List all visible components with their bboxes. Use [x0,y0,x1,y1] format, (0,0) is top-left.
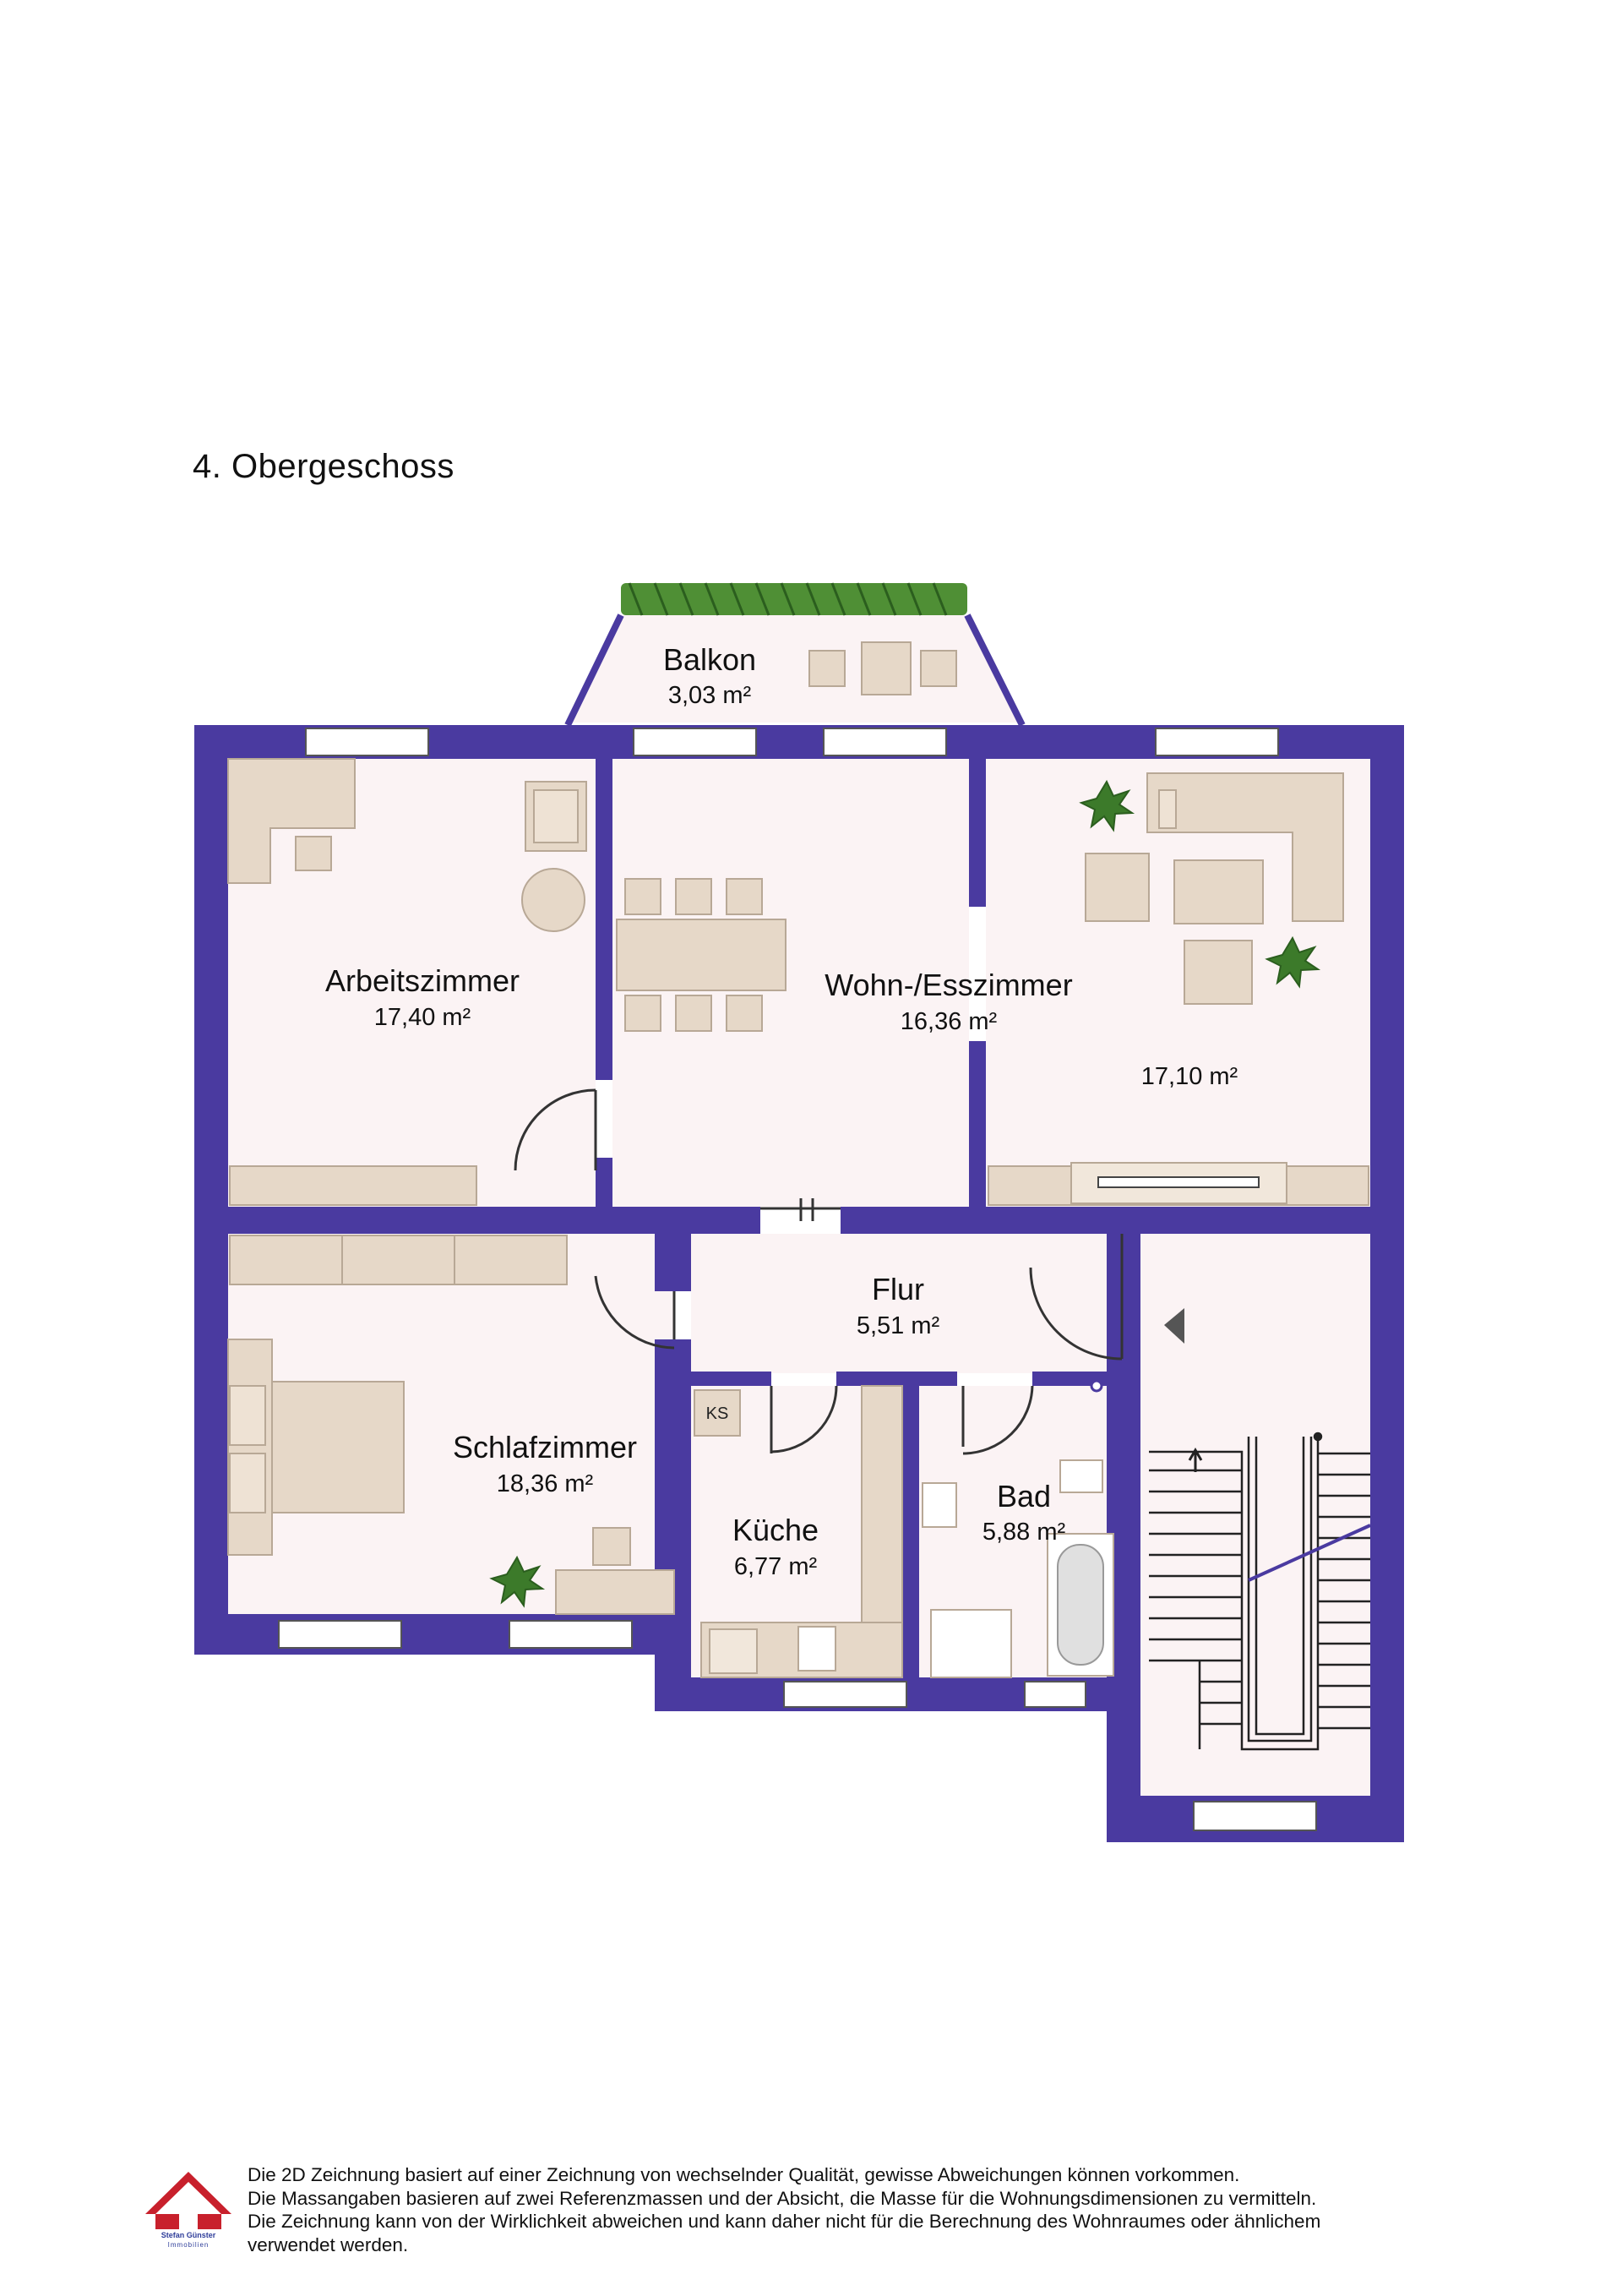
bed [268,1381,405,1513]
dining-table [616,919,787,991]
stair-break-line [1248,1524,1371,1582]
window [305,728,429,756]
logo-text: Stefan Günster [161,2231,216,2239]
wohn-esszimmer-area: 16,36 m² [901,1008,998,1035]
toilet [1059,1459,1103,1493]
wardrobe [341,1235,455,1285]
door-schlafzimmer [594,1275,676,1350]
entrance-arrow-icon [1164,1308,1184,1344]
flur-name: Flur [872,1272,924,1306]
balkon-area: 3,03 m² [668,682,752,709]
bedroom-desk [555,1569,675,1615]
sink [797,1626,836,1672]
window [509,1620,633,1649]
dining-chair [675,995,712,1032]
wardrobe [454,1235,568,1285]
dining-chair [726,878,763,915]
balcony-chair [920,650,957,687]
dining-chair [624,878,661,915]
window [1193,1801,1317,1831]
wardrobe [229,1235,343,1285]
stair-arrow [1188,1448,1203,1472]
arbeitszimmer-name: Arbeitszimmer [325,963,520,998]
balcony-chair [808,650,846,687]
armchair [1085,853,1150,922]
bedroom-chair [592,1527,631,1566]
plant-icon [489,1555,546,1608]
staircase [1149,1432,1371,1751]
door-staircase [1029,1234,1124,1361]
fridge-label: KS [706,1404,729,1423]
office-chair [295,836,332,871]
balcony-railing [564,614,1026,727]
window [633,728,757,756]
disclaimer-line: Die Zeichnung kann von der Wirklichkeit … [248,2211,1321,2232]
round-table [521,868,585,932]
sideboard [229,1165,477,1206]
furniture [227,641,1369,1678]
doors [514,1088,1124,1455]
balcony-table [861,641,912,695]
company-logo [145,2172,231,2229]
potted-plants [489,779,1321,1608]
window [783,1681,907,1708]
disclaimer: Die 2D Zeichnung basiert auf einer Zeich… [248,2163,1565,2256]
desk [227,758,356,884]
disclaimer-line: Die 2D Zeichnung basiert auf einer Zeich… [248,2164,1240,2185]
room-labels: Balkon 3,03 m² Arbeitszimmer 17,40 m² Wo… [325,642,1238,1580]
coffee-table [1173,859,1264,924]
shower [930,1609,1012,1678]
wohn-extra-area: 17,10 m² [1141,1063,1238,1090]
bad-name: Bad [997,1479,1051,1513]
plant-icon [1265,935,1321,989]
stair-steps [1149,1452,1370,1749]
window [823,728,947,756]
kueche-area: 6,77 m² [734,1553,818,1580]
windows [278,728,1317,1831]
door-arbeitszimmer [514,1088,597,1171]
dining-chair [624,995,661,1032]
kueche-name: Küche [732,1513,819,1547]
bad-area: 5,88 m² [982,1519,1066,1546]
door-wohn [760,1198,841,1221]
armchair [1184,940,1253,1005]
plant-icon [1079,779,1135,832]
disclaimer-line: Die Massangaben basieren auf zwei Refere… [248,2187,1317,2209]
fridge [694,1389,741,1437]
flur-area: 5,51 m² [857,1312,940,1339]
logo-subtext: Immobilien [167,2241,210,2249]
window [1024,1681,1086,1708]
schlafzimmer-area: 18,36 m² [497,1470,594,1497]
door-bad [961,1385,1034,1455]
sofa [1146,772,1344,922]
wohn-esszimmer-name: Wohn-/Esszimmer [825,968,1072,1002]
balkon-name: Balkon [663,642,756,677]
dining-chair [675,878,712,915]
window [1155,728,1279,756]
arbeitszimmer-area: 17,40 m² [374,1004,471,1031]
dining-chair [726,995,763,1032]
flur-floor [691,1234,1122,1373]
stove [709,1628,758,1674]
washbasin [922,1482,957,1528]
door-kueche [770,1385,838,1453]
disclaimer-line: verwendet werden. [248,2233,409,2255]
window [278,1620,402,1649]
floor-title: 4. Obergeschoss [193,448,454,485]
schlafzimmer-name: Schlafzimmer [453,1430,637,1464]
balcony-plants [621,582,967,616]
